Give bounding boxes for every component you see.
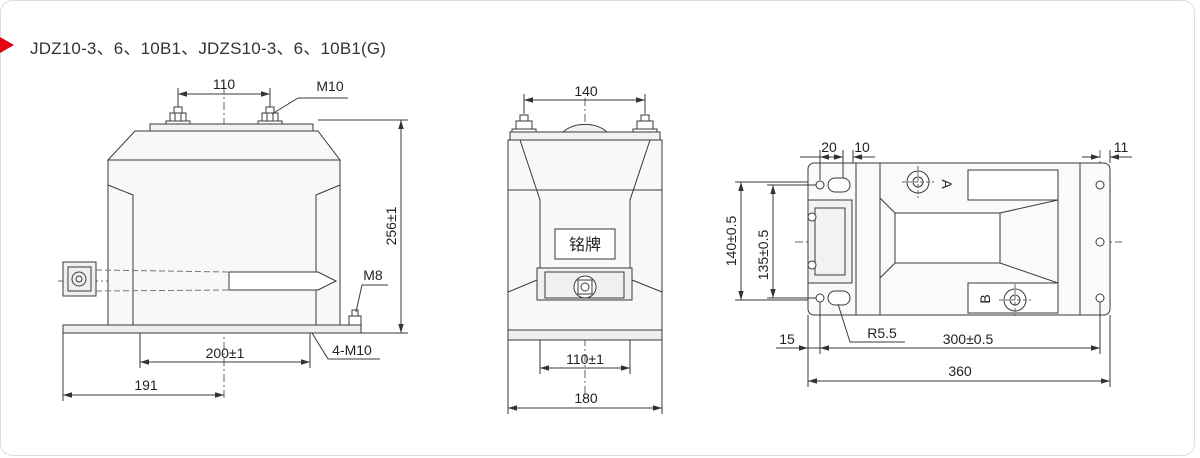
front-base-plate (62, 324, 362, 334)
terminal-a-label: A (939, 179, 955, 189)
side-left-recess (519, 139, 541, 268)
front-mount-thread-label: 4-M10 (332, 342, 372, 358)
bolt-stud (265, 106, 275, 114)
side-view: 铭牌 140 110±1 180 (507, 83, 663, 414)
mount-slot-bottom (827, 290, 851, 306)
bolt-washer (632, 128, 658, 133)
side-terminal-right (632, 114, 658, 133)
core-chamfer (999, 199, 1059, 214)
mount-hole-mid-right (1095, 237, 1105, 247)
leader-mount-thread (311, 332, 380, 360)
bolt-stud (640, 114, 650, 122)
front-ground-thread-label: M8 (363, 267, 383, 283)
hole-spacing-length-label: 300±0.5 (943, 331, 994, 347)
leader-slot-radius (837, 303, 905, 343)
front-left-leg (107, 184, 134, 325)
side-lower-slope-right (631, 279, 663, 293)
bolt-stud (519, 114, 529, 122)
plan-secondary-screw (807, 212, 817, 222)
bolt-washer (511, 128, 537, 133)
bolt-stud (173, 106, 183, 114)
slot-offset-label: 10 (854, 139, 870, 155)
side-mount-spacing-label: 110±1 (566, 351, 604, 367)
edge-margin-label: 15 (779, 331, 795, 347)
side-top-plate (509, 131, 661, 141)
length-label: 360 (948, 363, 972, 379)
secondary-terminal-screw (71, 271, 87, 287)
outer-depth-label: 140±0.5 (723, 216, 739, 267)
ground-bolt-stud (351, 309, 359, 317)
front-body (107, 159, 341, 326)
side-base (507, 329, 663, 341)
hole-spacing-depth-label: 135±0.5 (755, 230, 771, 281)
mount-hole-top-left (815, 180, 825, 190)
mount-slot-top (827, 177, 851, 193)
terminal-b-label: B (977, 294, 993, 303)
slot-radius-label: R5.5 (867, 325, 897, 341)
plan-secondary-box-inner (814, 207, 846, 276)
mount-hole-top-right (1095, 180, 1105, 190)
primary-terminal-left (165, 106, 191, 125)
front-terminal-thread-label: M10 (316, 78, 343, 94)
secondary-terminal-inner (67, 266, 92, 292)
side-terminal-left (511, 114, 537, 133)
secondary-lead-lower (95, 289, 230, 292)
mount-hole-bottom-right (1095, 293, 1105, 303)
core-top-block (967, 169, 1059, 201)
side-terminal-screw-core (580, 282, 590, 292)
side-right-recess (629, 139, 651, 268)
core-chamfer (879, 262, 896, 279)
edge-offset-label: 11 (1114, 139, 1129, 155)
core-window (894, 212, 1001, 264)
front-view: 110 M10 256±1 M8 200±1 4-M10 191 (58, 76, 408, 401)
secondary-terminal-screw-core (75, 275, 83, 283)
side-lower-slope-left (507, 279, 538, 293)
front-offset-label: 191 (134, 377, 158, 393)
side-top-dome (562, 123, 608, 133)
plan-secondary-screw (807, 260, 817, 270)
side-terminal-spacing-label: 140 (574, 83, 598, 99)
leader-terminal-thread (271, 97, 348, 115)
front-mount-spacing-label: 200±1 (206, 345, 245, 361)
core-chamfer (999, 262, 1059, 284)
bolt-washer (165, 120, 191, 125)
secondary-outlet (228, 271, 338, 291)
secondary-lead-upper (95, 269, 230, 273)
page-title: JDZ10-3、6、10B1、JDZS10-3、6、10B1(G) (30, 39, 387, 58)
nameplate-box (554, 228, 616, 260)
side-width-label: 180 (574, 390, 598, 406)
leader-ground-thread (355, 284, 388, 313)
front-top-plate (149, 123, 314, 132)
core-chamfer (879, 197, 896, 214)
title-marker-icon (0, 37, 14, 53)
front-terminal-spacing-label: 110 (213, 76, 236, 92)
ground-bolt-nut (348, 315, 362, 326)
slot-width-label: 20 (821, 139, 837, 155)
bolt-washer (257, 120, 283, 125)
front-body-shoulder (106, 130, 342, 161)
nameplate-label: 铭牌 (569, 235, 601, 254)
side-terminal-screw-head (577, 279, 593, 295)
side-terminal-screw (573, 275, 597, 299)
mount-hole-bottom-left (815, 293, 825, 303)
plan-view: A B 20 10 11 140±0.5 135±0.5 15 3 (723, 139, 1132, 387)
front-height-label: 256±1 (383, 206, 399, 245)
